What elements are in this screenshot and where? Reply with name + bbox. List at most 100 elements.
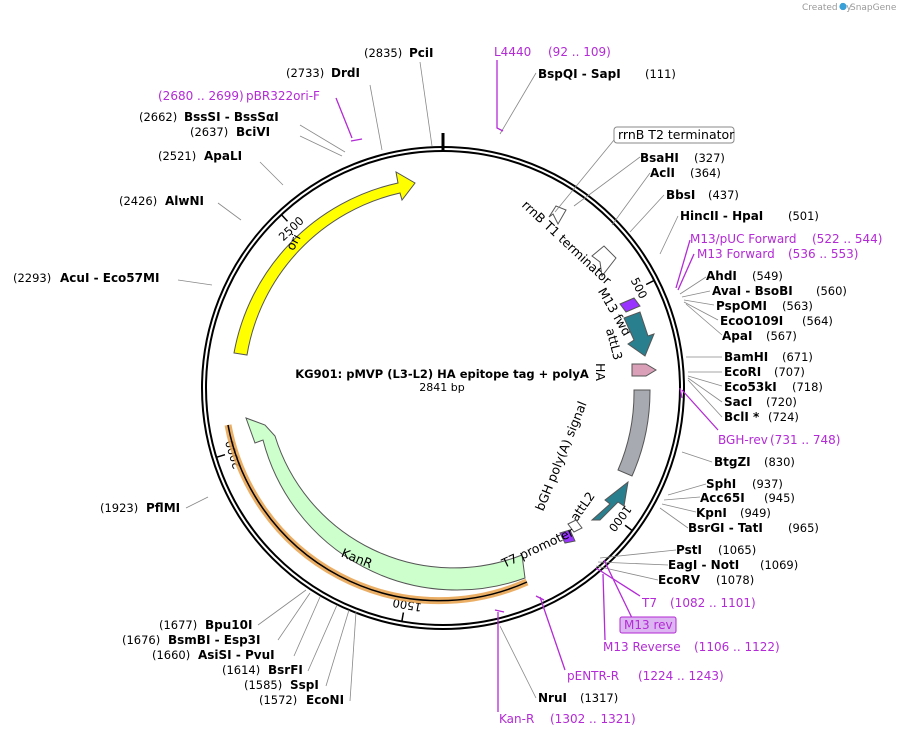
- primer-m13-reverse[interactable]: M13 Reverse (1106 .. 1122): [603, 640, 780, 654]
- site-pspomi[interactable]: PspOMI (563): [716, 299, 813, 313]
- site-bpu10i[interactable]: (1677) Bpu10I: [159, 618, 252, 632]
- svg-text:BamHI: BamHI: [724, 350, 768, 364]
- feature-m13-fwd[interactable]: [619, 297, 641, 313]
- feature-ha[interactable]: [631, 363, 657, 377]
- site-acli[interactable]: AclI (364): [650, 166, 721, 180]
- svg-text:(2662): (2662): [139, 110, 177, 124]
- feature-bgh-polya[interactable]: [617, 389, 651, 477]
- primer-pbr322ori-f[interactable]: (2680 .. 2699) pBR322ori-F: [158, 89, 320, 103]
- svg-text:(560): (560): [816, 284, 847, 298]
- feature-rrnb-t2[interactable]: [548, 205, 567, 226]
- site-btgzi[interactable]: BtgZI (830): [714, 455, 795, 469]
- svg-text:(731 .. 748): (731 .. 748): [770, 433, 840, 447]
- primer-kan-r[interactable]: Kan-R (1302 .. 1321): [499, 712, 636, 726]
- site-apali[interactable]: (2521) ApaLI: [158, 149, 242, 163]
- site-nrui[interactable]: NruI (1317): [538, 691, 618, 705]
- site-bcli[interactable]: BclI * (724): [724, 410, 799, 424]
- site-apai[interactable]: ApaI (567): [722, 329, 797, 343]
- svg-text:M13 Reverse: M13 Reverse: [603, 640, 681, 654]
- svg-text:EcoNI: EcoNI: [306, 693, 344, 707]
- site-labels-left: (2835) PciI (2733) DrdI (2662) BssSI - B…: [13, 46, 618, 707]
- site-bcivi[interactable]: (2637) BciVI: [190, 125, 270, 139]
- svg-text:AhdI: AhdI: [706, 269, 737, 283]
- site-drdi[interactable]: (2733) DrdI: [286, 66, 360, 80]
- site-acc65i[interactable]: Acc65I (945): [700, 491, 795, 505]
- site-acui[interactable]: (2293) AcuI - Eco57MI: [13, 271, 159, 285]
- rrnb-t2-label: rrnB T2 terminator: [618, 127, 735, 142]
- svg-text:(724): (724): [768, 410, 799, 424]
- site-alwni[interactable]: (2426) AlwNI: [119, 194, 204, 208]
- site-bsahi[interactable]: BsaHI (327): [640, 151, 725, 165]
- svg-text:BsmBI - Esp3I: BsmBI - Esp3I: [168, 633, 260, 647]
- svg-text:(2680 .. 2699): (2680 .. 2699): [158, 89, 244, 103]
- svg-text:M13 rev: M13 rev: [624, 618, 673, 632]
- site-bsrfi[interactable]: (1614) BsrFI: [222, 663, 303, 677]
- svg-text:(937): (937): [752, 477, 783, 491]
- site-econi[interactable]: (1572) EcoNI: [259, 693, 344, 707]
- svg-text:(1585): (1585): [244, 678, 282, 692]
- feature-t7-promoter[interactable]: [567, 519, 583, 533]
- primer-m13-forward[interactable]: M13 Forward (536 .. 553): [697, 247, 858, 261]
- primer-l4440[interactable]: L4440 (92 .. 109): [494, 45, 611, 59]
- svg-text:BsaHI: BsaHI: [640, 151, 679, 165]
- site-hincii[interactable]: HincII - HpaI (501): [680, 209, 819, 223]
- site-bsssi[interactable]: (2662) BssSI - BssSαI: [139, 110, 279, 124]
- site-ahdi[interactable]: AhdI (549): [706, 269, 783, 283]
- svg-text:(1317): (1317): [580, 691, 618, 705]
- snapgene-logo-icon: [839, 2, 847, 11]
- site-pflmi[interactable]: (1923) PflMI: [100, 501, 180, 515]
- site-bsrgi[interactable]: BsrGI - TatI (965): [688, 521, 819, 535]
- feature-rrnb-t1[interactable]: [591, 245, 617, 278]
- svg-text:pBR322ori-F: pBR322ori-F: [246, 89, 320, 103]
- feature-ori[interactable]: [233, 171, 416, 356]
- svg-text:(718): (718): [792, 380, 823, 394]
- site-ecoo109i[interactable]: EcoO109I (564): [720, 314, 833, 328]
- credit-text: Created by: [802, 3, 852, 13]
- feature-kanr[interactable]: [245, 417, 526, 591]
- svg-text:PflMI: PflMI: [146, 501, 180, 515]
- primer-pentr-r[interactable]: pENTR-R (1224 .. 1243): [567, 669, 724, 683]
- site-psti[interactable]: PstI (1065): [676, 543, 756, 557]
- feature-attl3[interactable]: [623, 311, 655, 357]
- svg-text:T7: T7: [641, 596, 657, 610]
- site-bamhi[interactable]: BamHI (671): [724, 350, 813, 364]
- site-sspi[interactable]: (1585) SspI: [244, 678, 319, 692]
- svg-text:(501): (501): [788, 209, 819, 223]
- site-bbsi[interactable]: BbsI (437): [666, 188, 739, 202]
- feature-attl2[interactable]: [590, 480, 629, 521]
- svg-text:(671): (671): [782, 350, 813, 364]
- site-bspqi[interactable]: BspQI - SapI (111): [538, 67, 676, 81]
- map-title: KG901: pMVP (L3-L2) HA epitope tag + pol…: [295, 367, 589, 394]
- svg-text:(707): (707): [774, 365, 805, 379]
- svg-text:(2521): (2521): [158, 149, 196, 163]
- site-ecorv[interactable]: EcoRV (1078): [658, 573, 754, 587]
- site-asisi[interactable]: (1660) AsiSI - PvuI: [152, 648, 275, 662]
- rrnb-t2-callout[interactable]: rrnB T2 terminator: [613, 126, 735, 144]
- primer-bgh-rev[interactable]: BGH-rev (731 .. 748): [718, 433, 840, 447]
- site-bsmbi[interactable]: (1676) BsmBI - Esp3I: [122, 633, 260, 647]
- svg-text:(364): (364): [690, 166, 721, 180]
- site-pcii[interactable]: (2835) PciI: [364, 46, 434, 60]
- feature-t7-primer-arrow[interactable]: [559, 529, 576, 544]
- site-kpni[interactable]: KpnI (949): [696, 506, 771, 520]
- site-ecori[interactable]: EcoRI (707): [724, 365, 805, 379]
- site-avai[interactable]: AvaI - BsoBI (560): [712, 284, 847, 298]
- primer-m13-puc-forward[interactable]: M13/pUC Forward (522 .. 544): [690, 232, 882, 246]
- svg-text:BsrFI: BsrFI: [268, 663, 303, 677]
- svg-text:(111): (111): [645, 67, 676, 81]
- svg-text:ApaI: ApaI: [722, 329, 752, 343]
- svg-text:PciI: PciI: [409, 46, 434, 60]
- primer-t7[interactable]: T7 (1082 .. 1101): [641, 596, 756, 610]
- svg-text:AcuI - Eco57MI: AcuI - Eco57MI: [60, 271, 159, 285]
- site-eagi[interactable]: EagI - NotI (1069): [668, 558, 798, 572]
- site-sphi[interactable]: SphI (937): [706, 477, 783, 491]
- svg-text:M13/pUC Forward: M13/pUC Forward: [690, 232, 797, 246]
- svg-text:(965): (965): [788, 521, 819, 535]
- primer-m13-rev[interactable]: M13 rev: [619, 616, 677, 634]
- site-eco53ki[interactable]: Eco53kI (718): [724, 380, 823, 394]
- svg-text:(2426): (2426): [119, 194, 157, 208]
- svg-text:(437): (437): [708, 188, 739, 202]
- svg-text:KpnI: KpnI: [696, 506, 727, 520]
- site-saci[interactable]: SacI (720): [724, 395, 797, 409]
